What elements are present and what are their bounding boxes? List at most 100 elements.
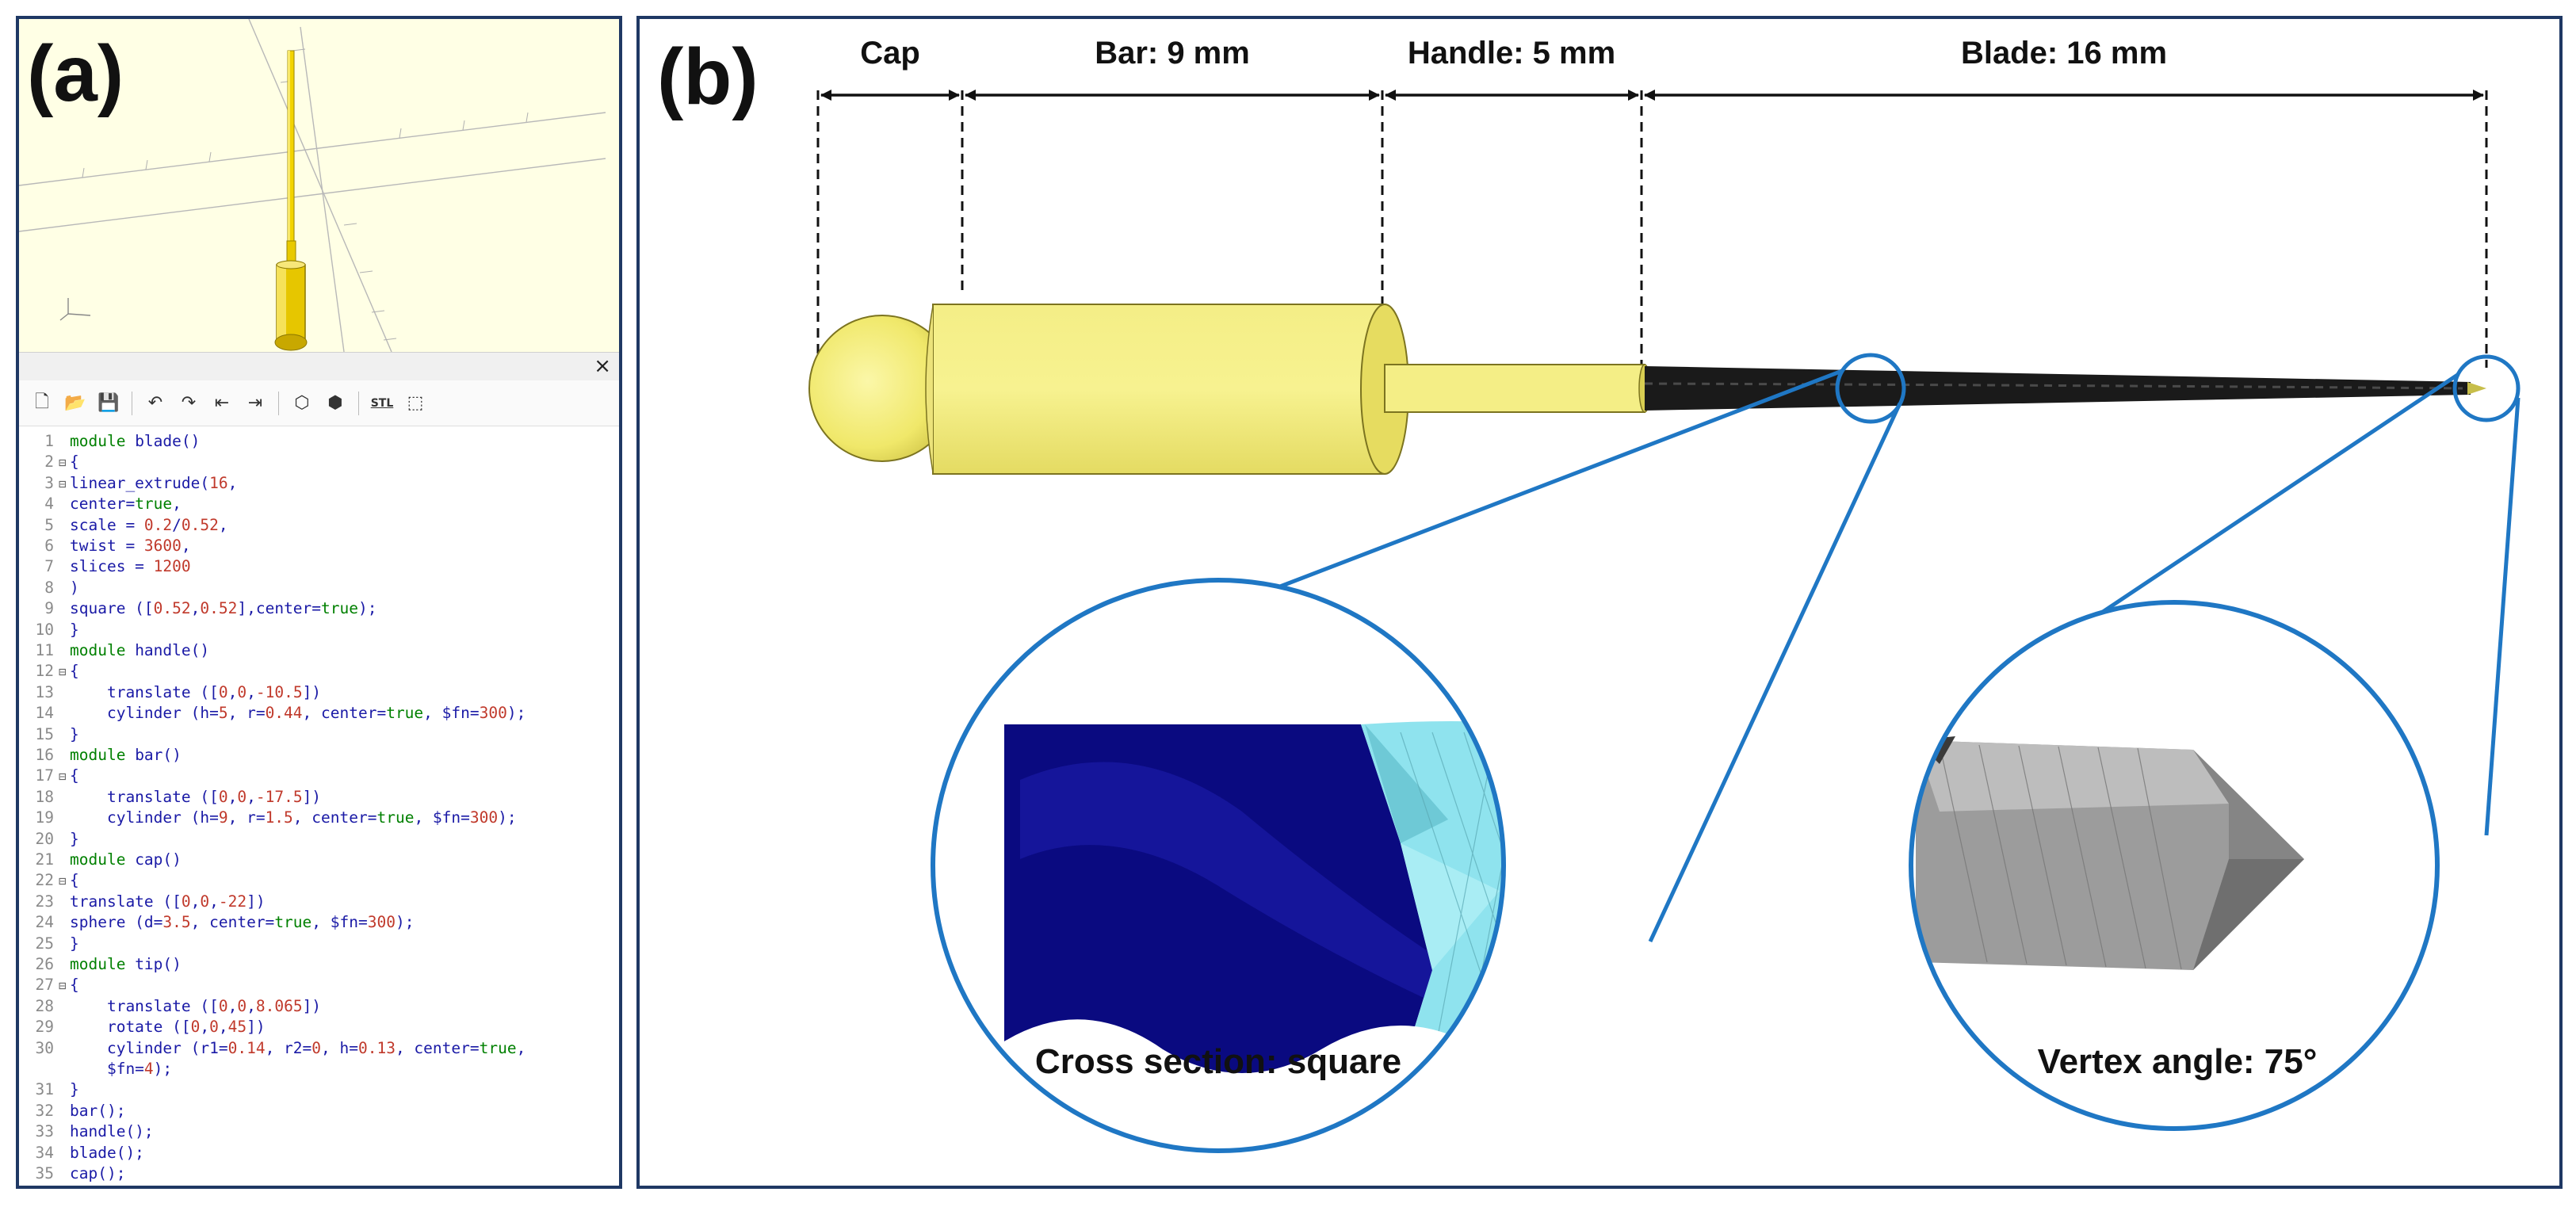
code-line[interactable]: 17⊟{: [19, 766, 619, 786]
openscad-3d-viewport[interactable]: [19, 19, 619, 353]
fold-marker-icon[interactable]: ⊟: [59, 769, 67, 785]
preview-icon[interactable]: ⬡: [294, 393, 310, 413]
code-line[interactable]: 8): [19, 578, 619, 598]
line-number: 29: [35, 1018, 54, 1037]
code-line[interactable]: 30 cylinder (r1=0.14, r2=0, h=0.13, cent…: [19, 1038, 619, 1059]
line-number: 24: [35, 913, 54, 932]
code-token: 0: [181, 892, 191, 911]
code-line[interactable]: 22⊟{: [19, 870, 619, 891]
code-line[interactable]: 29 rotate ([0,0,45]): [19, 1017, 619, 1037]
fold-marker-icon[interactable]: ⊟: [59, 664, 67, 680]
code-line[interactable]: 27⊟{: [19, 975, 619, 995]
line-number: 13: [35, 682, 54, 701]
code-token: 0.13: [357, 1038, 396, 1057]
line-number: 1: [44, 432, 54, 450]
code-token: cylinder (h=: [70, 808, 219, 827]
code-line[interactable]: 20}: [19, 829, 619, 850]
fold-marker-icon[interactable]: ⊟: [59, 978, 67, 994]
code-line[interactable]: 14 cylinder (h=5, r=0.44, center=true, $…: [19, 703, 619, 724]
code-token: [: [209, 682, 219, 701]
code-token: translate (: [70, 996, 210, 1015]
code-token: 1200: [153, 557, 191, 576]
code-token: 0.52: [153, 599, 191, 618]
new-file-icon[interactable]: 🗋: [35, 392, 49, 412]
open-file-icon[interactable]: 📂: [64, 393, 86, 413]
unindent-icon[interactable]: ⇤: [214, 393, 230, 413]
code-line[interactable]: 19 cylinder (h=9, r=1.5, center=true, $f…: [19, 808, 619, 828]
line-number: 21: [35, 850, 54, 869]
zoom-indicator-left: [1835, 353, 1906, 424]
code-token: , r=: [227, 808, 266, 827]
code-token: 300: [367, 913, 396, 932]
vertex-angle-zoom-circle: [1909, 600, 2440, 1131]
code-token: /: [172, 515, 182, 534]
code-token: , center=: [395, 1038, 480, 1057]
line-number: 2: [44, 453, 54, 472]
code-line[interactable]: 15}: [19, 724, 619, 745]
code-token: ]): [247, 1018, 266, 1037]
redo-icon[interactable]: ↷: [181, 393, 197, 413]
line-number: 17: [35, 766, 54, 785]
code-line[interactable]: 12⊟{: [19, 661, 619, 682]
code-token: translate (: [70, 682, 210, 701]
code-token: , h=: [321, 1038, 358, 1057]
code-line[interactable]: 28 translate ([0,0,8.065]): [19, 996, 619, 1017]
editor-close-button[interactable]: ×: [594, 354, 611, 378]
fold-marker-icon[interactable]: ⊟: [59, 455, 67, 471]
code-token: bar();: [70, 1101, 126, 1120]
cap-dimension-label: Cap: [860, 36, 920, 71]
line-number: 25: [35, 934, 54, 953]
code-line[interactable]: 2⊟{: [19, 452, 619, 472]
blade-tip: [2467, 382, 2486, 395]
code-token: ,: [247, 682, 256, 701]
code-line[interactable]: 10}: [19, 620, 619, 640]
code-token: ,: [200, 1018, 210, 1037]
code-line[interactable]: 25}: [19, 934, 619, 954]
code-token: cylinder (h=: [70, 704, 219, 723]
code-token: true: [376, 808, 415, 827]
indent-icon[interactable]: ⇥: [247, 393, 263, 413]
undo-icon[interactable]: ↶: [147, 393, 163, 413]
code-token: 0: [209, 1018, 219, 1037]
code-token: true: [386, 704, 424, 723]
code-token: linear_extrude(: [70, 473, 210, 492]
code-line[interactable]: 18 translate ([0,0,-17.5]): [19, 787, 619, 808]
fold-marker-icon[interactable]: ⊟: [59, 476, 67, 491]
code-line[interactable]: 3⊟linear_extrude(16,: [19, 473, 619, 494]
panel-b: (b): [636, 16, 2563, 1189]
zoom-connector-lines: [1279, 369, 2521, 943]
line-number: 9: [44, 599, 54, 618]
render-icon[interactable]: ⬢: [327, 393, 343, 413]
fold-marker-icon[interactable]: ⊟: [59, 873, 67, 889]
line-number: 12: [35, 662, 54, 681]
code-token: square (: [70, 599, 144, 618]
export-3d-icon[interactable]: ⬚: [407, 393, 424, 413]
code-token: 1.5: [265, 808, 293, 827]
line-number: 26: [35, 955, 54, 973]
export-stl-icon[interactable]: STL: [370, 396, 394, 410]
code-line[interactable]: 31}: [19, 1079, 619, 1100]
code-token: , center=: [302, 704, 387, 723]
line-number: 15: [35, 724, 54, 743]
code-line[interactable]: 36tip();: [19, 1184, 619, 1186]
code-line[interactable]: $fn=4);: [19, 1059, 619, 1079]
save-icon[interactable]: 💾: [97, 393, 120, 413]
code-line[interactable]: 13 translate ([0,0,-10.5]): [19, 682, 619, 703]
